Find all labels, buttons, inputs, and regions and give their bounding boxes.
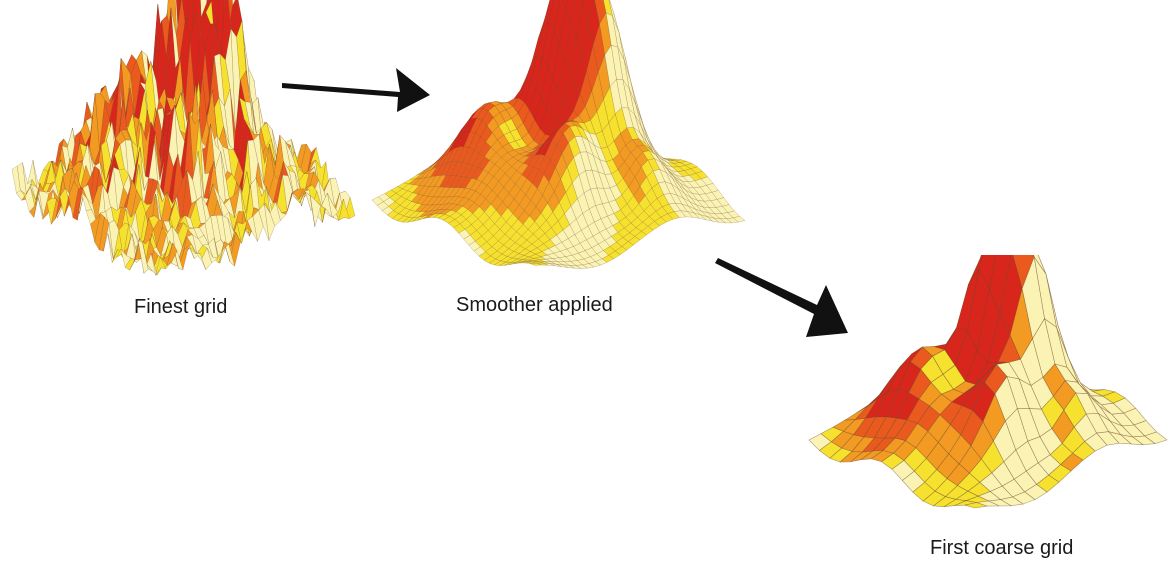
surface-mesh	[371, 0, 746, 269]
surface-mesh	[808, 255, 1168, 509]
surface-mesh	[11, 0, 356, 276]
caption-finest-grid: Finest grid	[134, 296, 228, 318]
coarse-grid-surface	[808, 255, 1168, 509]
smoothed-grid-surface	[371, 0, 746, 269]
caption-first-coarse-grid: First coarse grid	[930, 537, 1074, 559]
finest-grid-surface	[11, 0, 356, 276]
caption-smoother-applied: Smoother applied	[456, 294, 613, 316]
